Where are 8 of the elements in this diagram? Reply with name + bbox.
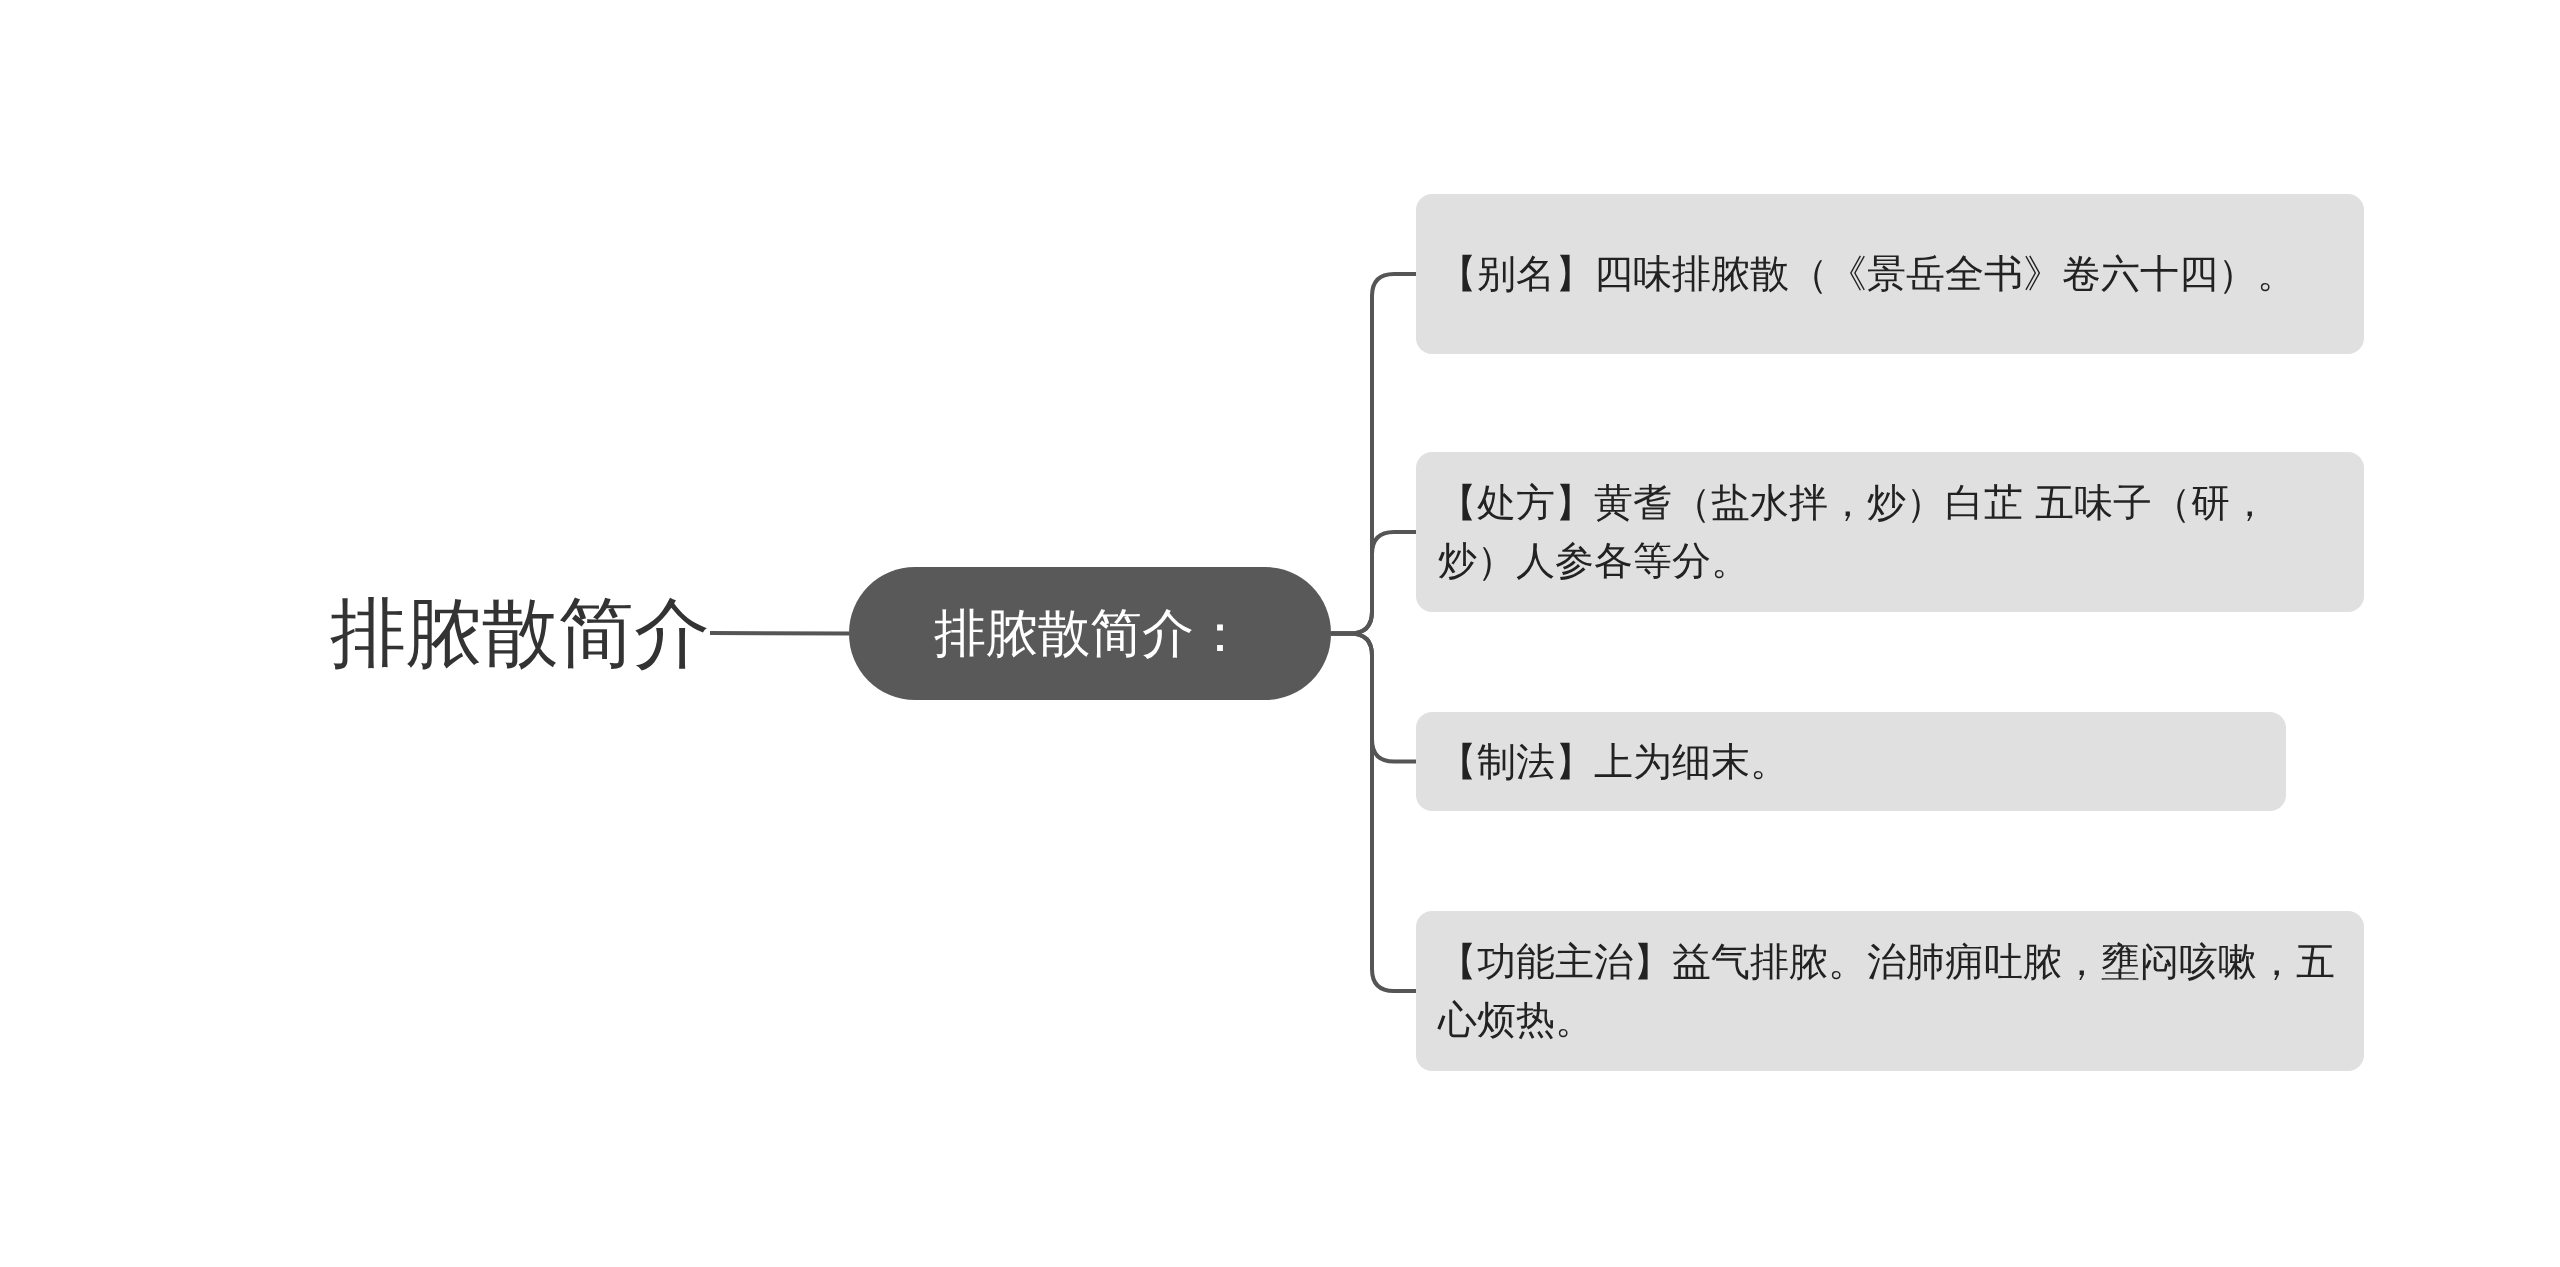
topic-box: 【制法】上为细末。 xyxy=(1416,712,2286,811)
root-topic-text: 排脓散简介 xyxy=(330,585,710,681)
central-topic-pill: 排脓散简介： xyxy=(849,567,1331,700)
topic-box: 【别名】四味排脓散（《景岳全书》卷六十四）。 xyxy=(1416,194,2364,354)
connector-line xyxy=(710,631,849,636)
topic-box: 【功能主治】益气排脓。治肺痈吐脓，壅闷咳嗽，五心烦热。 xyxy=(1416,911,2364,1071)
topic-box: 【处方】黄耆（盐水拌，炒）白芷 五味子（研，炒）人参各等分。 xyxy=(1416,452,2364,612)
connector-line xyxy=(1331,631,1416,993)
